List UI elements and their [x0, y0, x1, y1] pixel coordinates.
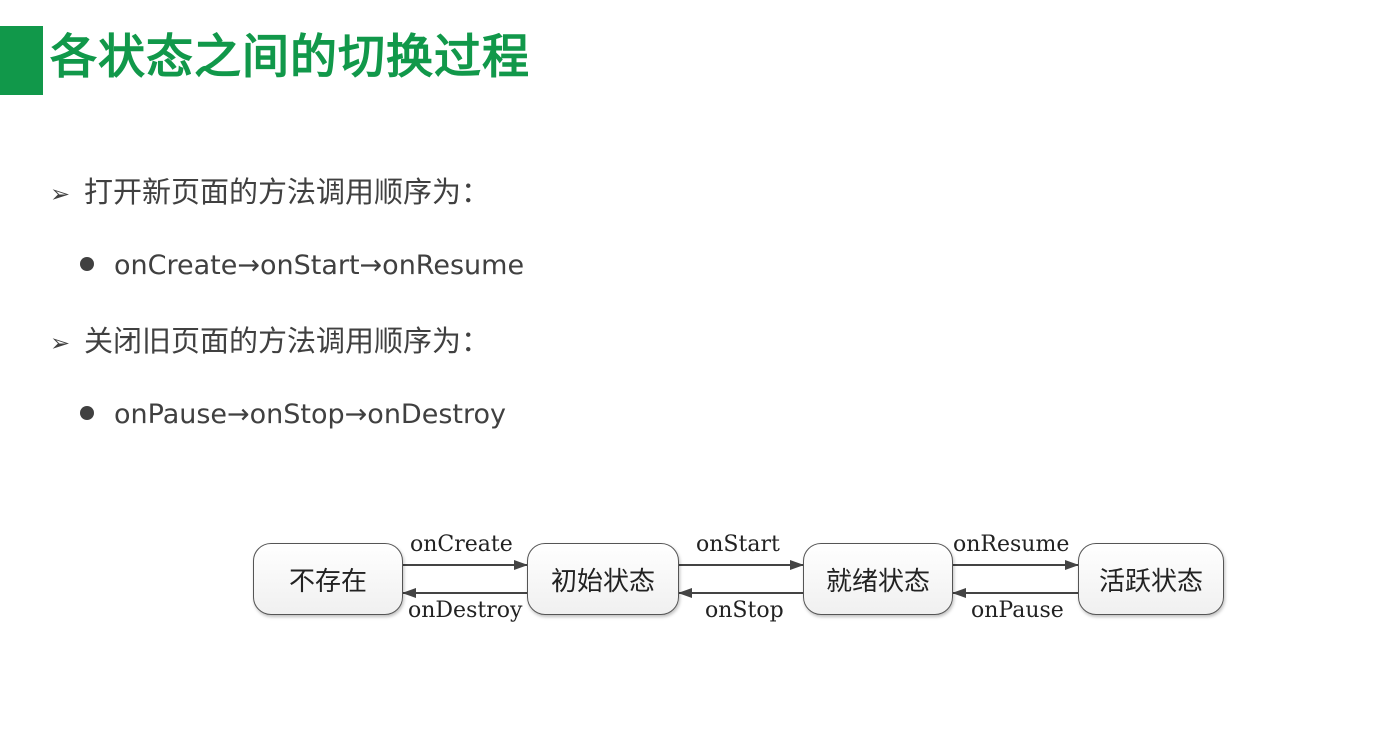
label-onstop: onStop: [705, 598, 784, 623]
title-accent-bar: [0, 26, 43, 95]
state-active: 活跃状态: [1078, 543, 1224, 615]
sub-bullet-close-sequence: onPause→onStop→onDestroy: [80, 395, 506, 435]
label-onpause: onPause: [971, 598, 1064, 623]
bullet-open-page: ➢ 打开新页面的方法调用顺序为：: [50, 172, 490, 214]
sub-bullet-open-sequence: onCreate→onStart→onResume: [80, 246, 524, 286]
dot-bullet-icon: [80, 405, 94, 420]
slide-title: 各状态之间的切换过程: [50, 30, 530, 85]
label-onresume: onResume: [953, 532, 1070, 557]
state-not-exist: 不存在: [253, 543, 403, 615]
arrow-bullet-icon: ➢: [50, 180, 71, 208]
transition-arrows: [402, 560, 1079, 598]
label-ondestroy: onDestroy: [408, 598, 523, 623]
arrow-bullet-icon: ➢: [50, 329, 71, 357]
bullet-text: 关闭旧页面的方法调用顺序为：: [84, 324, 491, 358]
state-initial: 初始状态: [527, 543, 679, 615]
bullet-close-page: ➢ 关闭旧页面的方法调用顺序为：: [50, 321, 490, 363]
bullet-text: onPause→onStop→onDestroy: [114, 399, 506, 430]
bullet-text: onCreate→onStart→onResume: [114, 250, 525, 281]
dot-bullet-icon: [80, 256, 94, 271]
label-oncreate: onCreate: [410, 532, 513, 557]
state-ready: 就绪状态: [803, 543, 953, 615]
label-onstart: onStart: [696, 532, 780, 557]
bullet-text: 打开新页面的方法调用顺序为：: [84, 175, 491, 209]
state-transition-diagram: 不存在 初始状态 就绪状态 活跃状态 onCreate onDestroy on…: [0, 520, 1385, 640]
